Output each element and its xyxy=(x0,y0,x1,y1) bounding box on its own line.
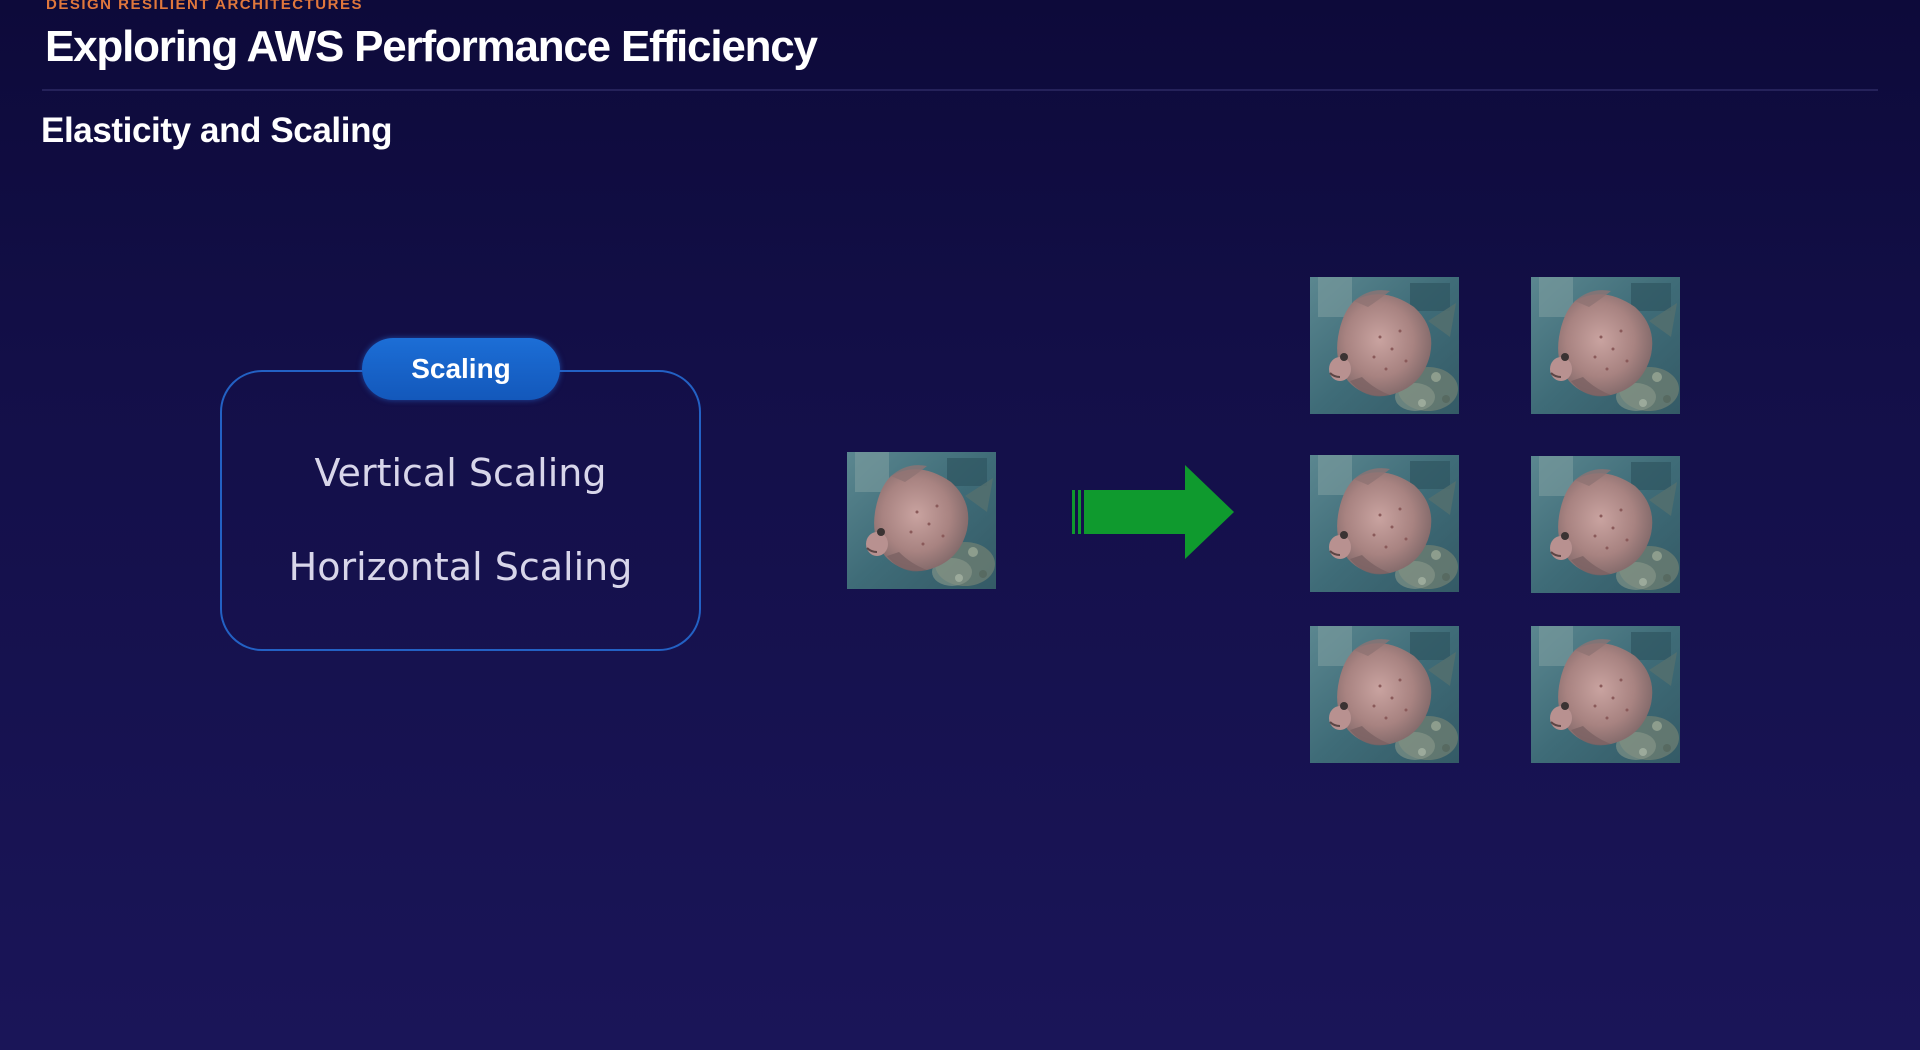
vertical-scaling-label: Vertical Scaling xyxy=(314,451,607,495)
result-fish-image xyxy=(1531,277,1680,414)
source-fish-image xyxy=(847,452,996,589)
scaling-card xyxy=(220,370,701,651)
result-fish-image xyxy=(1310,626,1459,763)
section-title: Elasticity and Scaling xyxy=(41,111,393,150)
horizontal-scaling-label: Horizontal Scaling xyxy=(288,545,633,589)
section-kicker: DESIGN RESILIENT ARCHITECTURES xyxy=(46,0,363,13)
title-divider xyxy=(42,89,1878,91)
page-title: Exploring AWS Performance Efficiency xyxy=(45,22,818,71)
scaling-badge: Scaling xyxy=(362,338,560,400)
result-fish-image xyxy=(1531,626,1680,763)
result-fish-image xyxy=(1531,456,1680,593)
result-fish-image xyxy=(1310,455,1459,592)
arrow-right-icon xyxy=(1072,465,1234,559)
result-fish-image xyxy=(1310,277,1459,414)
